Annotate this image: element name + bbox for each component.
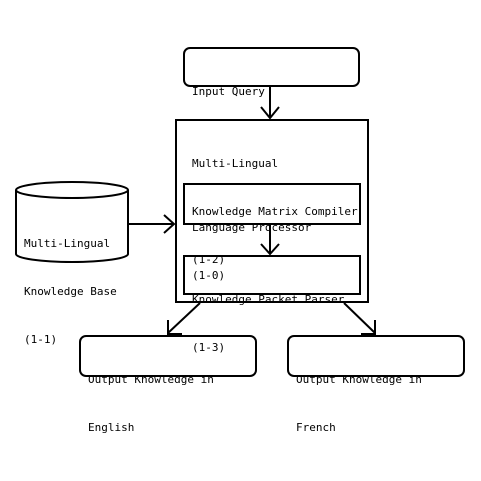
output-french-line-1: Output Knowledge in: [296, 373, 422, 386]
knowledge-base-line-1: Multi-Lingual: [24, 237, 111, 250]
output-french-label: Output Knowledge in French: [296, 340, 422, 468]
output-english-line-2: English: [88, 421, 135, 434]
input-query-line: Input Query: [192, 85, 265, 98]
knowledge-base-line-2: Knowledge Base: [24, 285, 117, 298]
arrow-input-to-compiler: [260, 86, 280, 120]
packet-parser-line-2: (1-3): [192, 341, 226, 354]
arrow-kb-to-compiler: [128, 214, 176, 234]
arrow-compiler-to-french: [343, 302, 376, 335]
language-processor-line-1: Language Processor: [192, 221, 312, 234]
arrow-compiler-to-english: [167, 302, 201, 335]
input-query-label: Input Query: [192, 52, 265, 132]
compiler-label: Multi-Lingual Knowledge Matrix Compiler …: [192, 124, 358, 300]
packet-parser-label: Knowledge Packet Parser (1-3): [192, 260, 344, 388]
packet-parser-line-1: Knowledge Packet Parser: [192, 293, 345, 306]
knowledge-base-cylinder: [15, 181, 129, 263]
language-processor-line-2: (1-0): [192, 269, 226, 282]
output-french-box: [287, 335, 465, 377]
output-english-label: Output Knowledge in English: [88, 340, 214, 468]
arrow-processor-to-parser: [260, 224, 280, 256]
compiler-line-1: Multi-Lingual: [192, 157, 279, 170]
knowledge-base-line-3: (1-1): [24, 333, 58, 346]
language-processor-box: [183, 183, 361, 225]
packet-parser-box: [183, 255, 361, 295]
output-french-line-2: French: [296, 421, 336, 434]
compiler-line-2: Knowledge Matrix Compiler: [192, 205, 358, 218]
language-processor-label: Language Processor (1-0): [192, 188, 311, 316]
output-english-box: [79, 335, 257, 377]
knowledge-base-label: Multi-Lingual Knowledge Base (1-1): [24, 204, 117, 380]
output-english-line-1: Output Knowledge in: [88, 373, 214, 386]
compiler-line-3: (1-2): [192, 253, 226, 266]
input-query-box: [183, 47, 360, 87]
